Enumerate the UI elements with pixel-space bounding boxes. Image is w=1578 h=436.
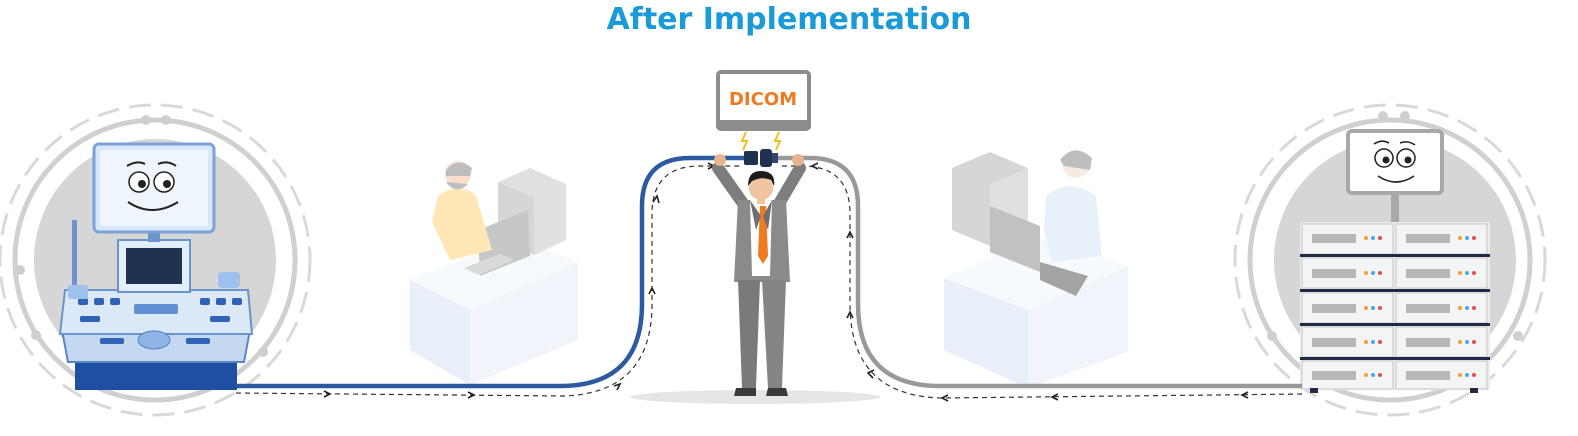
right-cable — [772, 155, 1302, 389]
dicom-label: DICOM — [729, 89, 797, 110]
smiley-face — [126, 161, 179, 211]
flow-arrows — [323, 162, 1249, 402]
right-worker-at-desk-icon — [944, 150, 1128, 388]
page-title: After Implementation — [606, 2, 972, 37]
left-cable — [236, 155, 748, 389]
dicom-monitor-icon: DICOM — [716, 70, 811, 151]
right-data-flow-line — [780, 165, 1303, 399]
server-rack-icon — [1300, 129, 1490, 393]
man-holding-cables-icon — [712, 154, 806, 396]
ground-shadow — [630, 390, 880, 404]
server-smiley-face — [1373, 140, 1416, 183]
ultrasound-machine-icon — [58, 142, 254, 390]
cable-connector-icon — [744, 149, 778, 167]
left-worker-at-desk-icon — [410, 161, 578, 385]
left-data-flow-line — [235, 165, 740, 397]
